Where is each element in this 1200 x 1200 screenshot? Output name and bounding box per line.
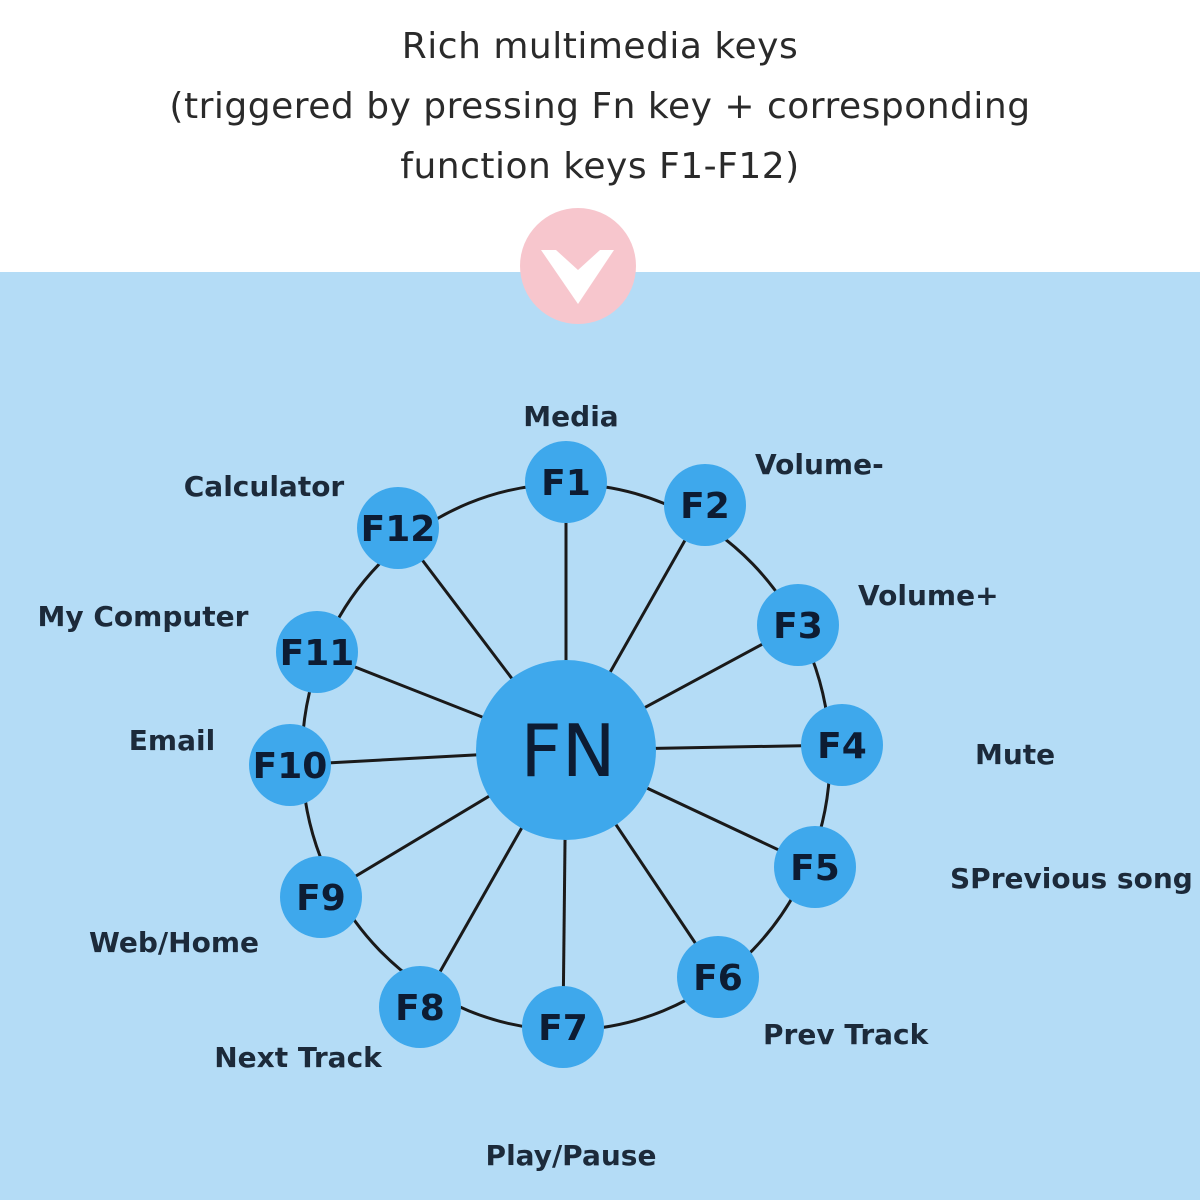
key-f6[interactable]: F6 — [677, 936, 759, 1018]
key-f10-circle — [249, 724, 331, 806]
key-f12-label: F12 — [361, 509, 436, 550]
title-line-1: Rich multimedia keys — [401, 26, 799, 67]
function-label-f5: SPrevious song — [950, 862, 1193, 895]
key-f2-circle — [664, 464, 746, 546]
key-f1-circle — [525, 441, 607, 523]
fn-key-label: FN — [520, 709, 615, 793]
key-f8[interactable]: F8 — [379, 966, 461, 1048]
function-label-f4: Mute — [975, 738, 1055, 771]
key-f8-label: F8 — [395, 988, 445, 1029]
key-f12[interactable]: F12 — [357, 487, 439, 569]
key-f2[interactable]: F2 — [664, 464, 746, 546]
title-line-3: function keys F1-F12) — [400, 146, 800, 187]
key-f8-circle — [379, 966, 461, 1048]
key-f6-circle — [677, 936, 759, 1018]
key-f5-label: F5 — [790, 848, 840, 889]
key-f3[interactable]: F3 — [757, 584, 839, 666]
key-f11-circle — [276, 611, 358, 693]
function-label-f1: Media — [523, 400, 618, 433]
key-f4-circle — [801, 704, 883, 786]
function-label-f3: Volume+ — [858, 579, 999, 612]
key-f7-circle — [522, 986, 604, 1068]
key-f5-circle — [774, 826, 856, 908]
function-label-f7: Play/Pause — [486, 1139, 657, 1172]
key-f7[interactable]: F7 — [522, 986, 604, 1068]
key-f11-label: F11 — [280, 633, 355, 674]
function-label-f9: Web/Home — [89, 926, 259, 959]
key-f9[interactable]: F9 — [280, 856, 362, 938]
key-f6-label: F6 — [693, 958, 743, 999]
key-f4-label: F4 — [817, 726, 867, 767]
key-f2-label: F2 — [680, 486, 730, 527]
function-label-f11: My Computer — [38, 600, 249, 633]
key-f7-label: F7 — [538, 1008, 588, 1049]
key-f9-label: F9 — [296, 878, 346, 919]
key-f10-label: F10 — [253, 746, 328, 787]
key-f5[interactable]: F5 — [774, 826, 856, 908]
key-f3-circle — [757, 584, 839, 666]
key-f3-label: F3 — [773, 606, 823, 647]
function-label-f10: Email — [129, 724, 215, 757]
function-label-f8: Next Track — [214, 1041, 383, 1074]
function-label-f12: Calculator — [184, 470, 345, 503]
key-f4[interactable]: F4 — [801, 704, 883, 786]
key-f1[interactable]: F1 — [525, 441, 607, 523]
title-line-2: (triggered by pressing Fn key + correspo… — [169, 86, 1031, 127]
key-f10[interactable]: F10 — [249, 724, 331, 806]
key-f1-label: F1 — [541, 463, 591, 504]
function-label-f2: Volume- — [755, 448, 884, 481]
key-f9-circle — [280, 856, 362, 938]
function-label-f6: Prev Track — [763, 1018, 930, 1051]
down-arrow-icon — [520, 208, 636, 324]
key-f12-circle — [357, 487, 439, 569]
key-f11[interactable]: F11 — [276, 611, 358, 693]
fn-key[interactable]: FN — [476, 660, 656, 840]
